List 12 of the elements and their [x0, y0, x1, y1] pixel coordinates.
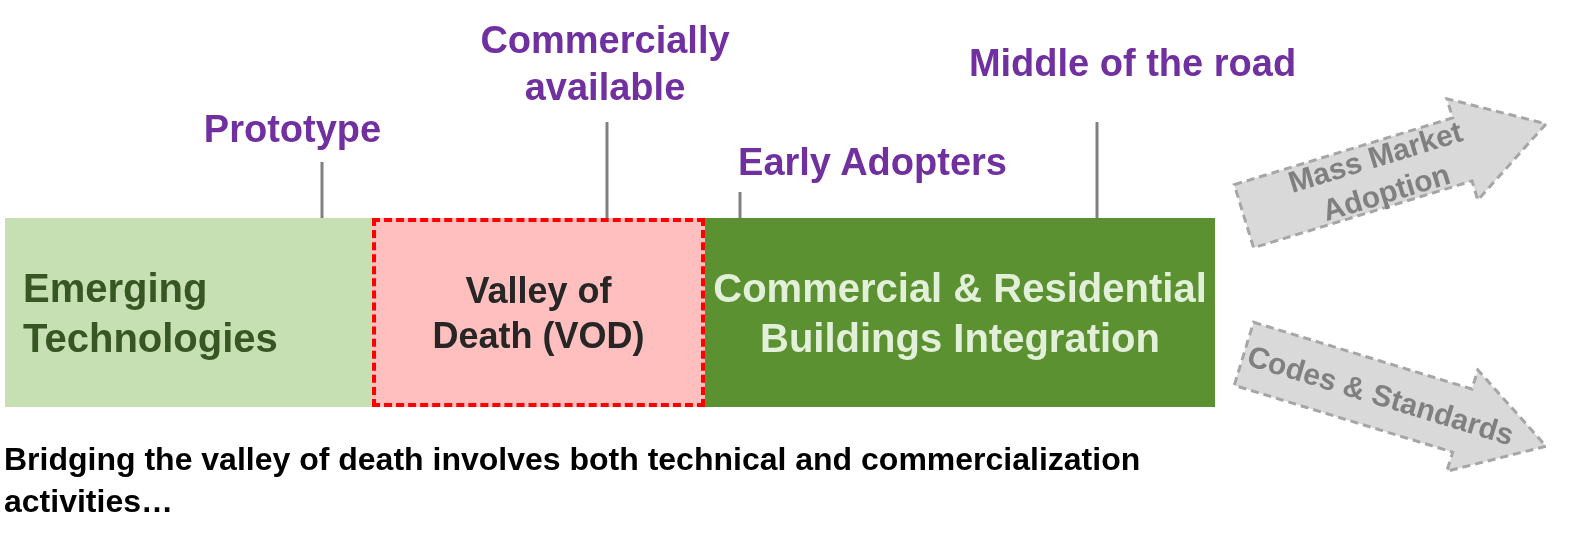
milestone-label: Prototype [170, 100, 415, 160]
leader-line [605, 122, 609, 218]
stage-box: Commercial & Residential Buildings Integration [705, 218, 1215, 407]
leader-line [738, 192, 742, 218]
stage-box: Emerging Technologies [5, 218, 372, 407]
stage-box: Valley of Death (VOD) [372, 218, 705, 407]
milestone-label: Commercially available [430, 8, 780, 120]
caption: Bridging the valley of death involves both technical and commercialization activities… [4, 440, 1142, 521]
milestone-label: Middle of the road [960, 8, 1305, 120]
milestone-label: Early Adopters [700, 135, 1045, 190]
leader-line [320, 162, 324, 218]
leader-line [1095, 122, 1099, 218]
